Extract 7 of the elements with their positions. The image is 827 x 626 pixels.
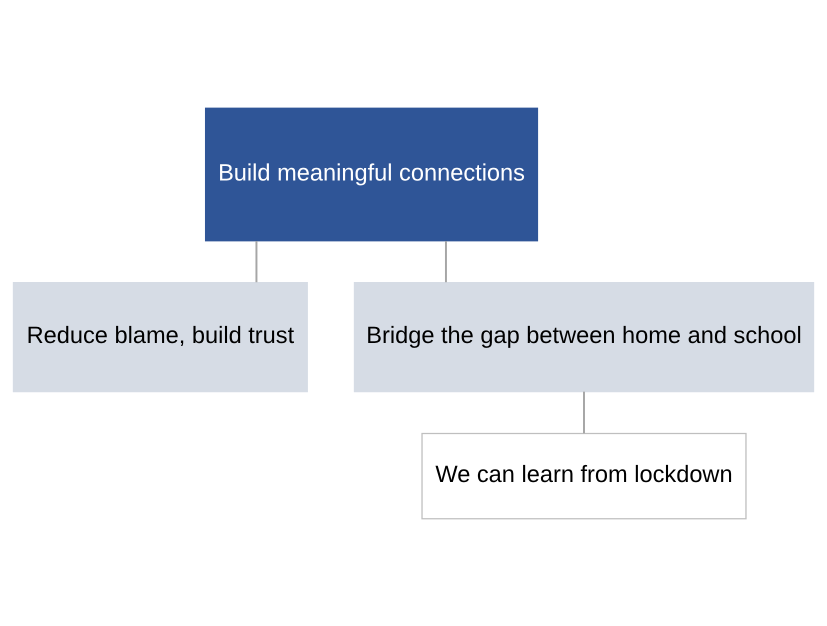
connector <box>255 240 258 282</box>
node-box: Bridge the gap between home and school <box>354 282 814 392</box>
connector <box>583 391 585 433</box>
node-box: We can learn from lockdown <box>421 432 747 519</box>
node-box: Build meaningful connections <box>204 107 538 241</box>
connector <box>444 240 447 282</box>
node-box: Reduce blame, build trust <box>12 282 308 392</box>
